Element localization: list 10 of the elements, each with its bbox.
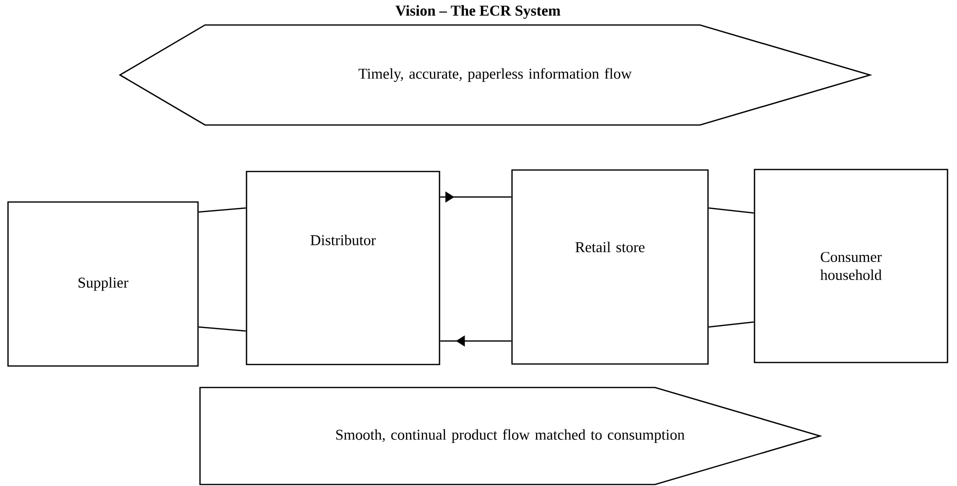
process-box: Distributor <box>246 170 440 366</box>
connector <box>708 207 754 214</box>
arrow-banner: Smooth, continual product flow matched to consumption <box>199 386 822 486</box>
connector <box>198 326 246 332</box>
process-box: Retail store <box>511 169 709 365</box>
process-box: Supplier <box>7 201 199 367</box>
process-box: Consumer household <box>754 168 948 364</box>
title: Vision – The ECR System <box>396 5 560 19</box>
connector <box>198 207 246 213</box>
connector <box>708 321 754 328</box>
